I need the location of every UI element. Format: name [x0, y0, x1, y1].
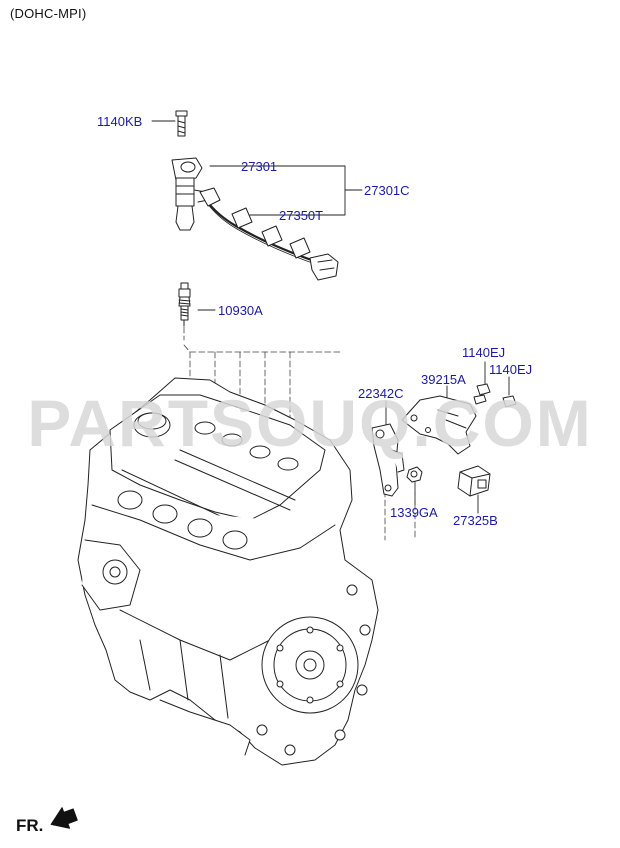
- part-label-10930a[interactable]: 10930A: [218, 303, 263, 318]
- part-label-1339ga[interactable]: 1339GA: [390, 505, 438, 520]
- nut-1339ga-drawing: [406, 466, 423, 483]
- leader-lines: [151, 120, 510, 514]
- spark-plug-10930a-drawing: [178, 282, 191, 327]
- bracket-39215a-drawing: [401, 395, 477, 455]
- part-label-39215a[interactable]: 39215A: [421, 372, 466, 387]
- sensor-27325b-drawing: [457, 465, 491, 497]
- part-label-1140ej-b[interactable]: 1140EJ: [489, 362, 533, 377]
- front-direction-label: FR.: [16, 816, 44, 835]
- bolts-1140ej-drawing: [473, 383, 517, 408]
- part-label-1140ej-a[interactable]: 1140EJ: [462, 345, 506, 360]
- front-direction-arrow: [50, 807, 78, 829]
- part-label-27350t[interactable]: 27350T: [279, 208, 324, 223]
- part-label-27301c[interactable]: 27301C: [364, 183, 410, 198]
- part-label-27301[interactable]: 27301: [241, 159, 278, 174]
- part-label-22342c[interactable]: 22342C: [358, 386, 404, 401]
- wiring-harness-27350t-drawing: [199, 187, 339, 281]
- bracket-22342c-drawing: [371, 423, 405, 497]
- bolt-1140kb-drawing: [175, 110, 188, 137]
- engine-block-drawing: [77, 377, 379, 766]
- part-label-1140kb[interactable]: 1140KB: [97, 114, 143, 129]
- part-label-27325b[interactable]: 27325B: [453, 513, 498, 528]
- engine-type-label: (DOHC-MPI): [10, 6, 87, 21]
